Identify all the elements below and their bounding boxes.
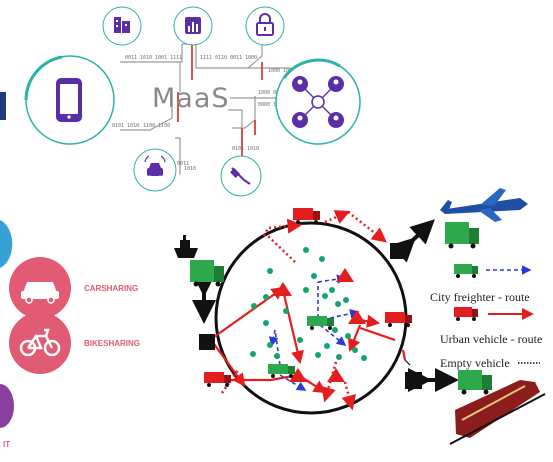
- bit-label: 0011 1010 1001 1111: [125, 55, 182, 61]
- logistics-network: City freighter - route Urban vehicle - r…: [174, 188, 546, 445]
- circuit-red-wires: [177, 44, 263, 160]
- satellite-triangle: [289, 368, 307, 382]
- customer-nodes: [250, 247, 367, 361]
- legend-urban-icon: [454, 307, 478, 321]
- services-panel: CARSHARING BIKESHARING IT: [0, 220, 140, 449]
- urban-vehicle: [204, 372, 231, 387]
- bar-chart-icon: [173, 6, 213, 46]
- legend: City freighter - route Urban vehicle - r…: [430, 264, 542, 370]
- external-routes: [220, 210, 387, 411]
- smartphone-icon: [24, 55, 115, 145]
- urban-vehicle: [293, 208, 320, 224]
- bit-label: 0101 1010: [232, 146, 259, 152]
- bicycle-icon: [19, 328, 61, 357]
- satellite-triangle: [348, 310, 366, 324]
- legend-empty-vehicle: Empty vehicle: [440, 356, 510, 370]
- bit-label: 1000 1001: [268, 68, 295, 74]
- bit-label: 1100 1100: [143, 123, 170, 129]
- hub-freighter: [445, 222, 479, 249]
- bit-label: 0000 1000: [258, 102, 285, 108]
- airplane-icon: [440, 188, 528, 222]
- satellite-triangle: [336, 268, 354, 282]
- carsharing-item: CARSHARING: [9, 257, 138, 319]
- legend-freighter-icon: [454, 264, 478, 278]
- transit-icon: [0, 384, 14, 428]
- train-icon: [449, 380, 546, 445]
- bit-label: 1111 0110 0011 1000: [200, 55, 257, 61]
- city-buildings-icon: [102, 6, 142, 46]
- network-users-icon: [275, 58, 361, 145]
- legend-urban-vehicle: Urban vehicle - route: [440, 332, 542, 346]
- urban-vehicle: [385, 312, 412, 327]
- satellite-triangle: [274, 282, 292, 296]
- hub-links: [192, 219, 459, 392]
- bit-label: 0101 1010: [112, 123, 139, 129]
- city-freighter: [268, 364, 295, 378]
- connected-car-icon: [133, 148, 177, 192]
- satellite-triangle: [327, 368, 345, 382]
- depot-square: [405, 372, 422, 389]
- circuit-wires: [120, 36, 300, 175]
- maas-ecosystem: 0011 1010 1001 1111 1111 0110 0011 1000 …: [24, 6, 361, 197]
- bikesharing-item: BIKESHARING: [9, 312, 140, 374]
- depot-square: [199, 334, 215, 350]
- hub-freighter: [458, 370, 492, 395]
- bit-label: 1010: [184, 166, 196, 172]
- blue-service-icon: [0, 220, 13, 268]
- urban-vehicle-routes: [213, 286, 407, 394]
- satellite-triangles: [274, 268, 366, 382]
- depot-square: [390, 243, 406, 259]
- service-label: IT: [3, 440, 10, 449]
- car-icon: [23, 282, 57, 293]
- edge-bar: [0, 92, 6, 120]
- hub-freighter: [190, 260, 224, 287]
- city-freighter: [307, 316, 334, 330]
- transit-item: IT: [0, 384, 14, 449]
- service-label: BIKESHARING: [84, 339, 140, 348]
- ship-icon: [174, 235, 198, 258]
- hub-link-thin: [404, 359, 411, 366]
- legend-city-freighter: City freighter - route: [430, 290, 530, 304]
- service-label: CARSHARING: [84, 284, 138, 293]
- ev-charger-plug-icon: [220, 155, 262, 197]
- maas-title: MaaS: [152, 83, 230, 114]
- padlock-icon: [245, 6, 285, 46]
